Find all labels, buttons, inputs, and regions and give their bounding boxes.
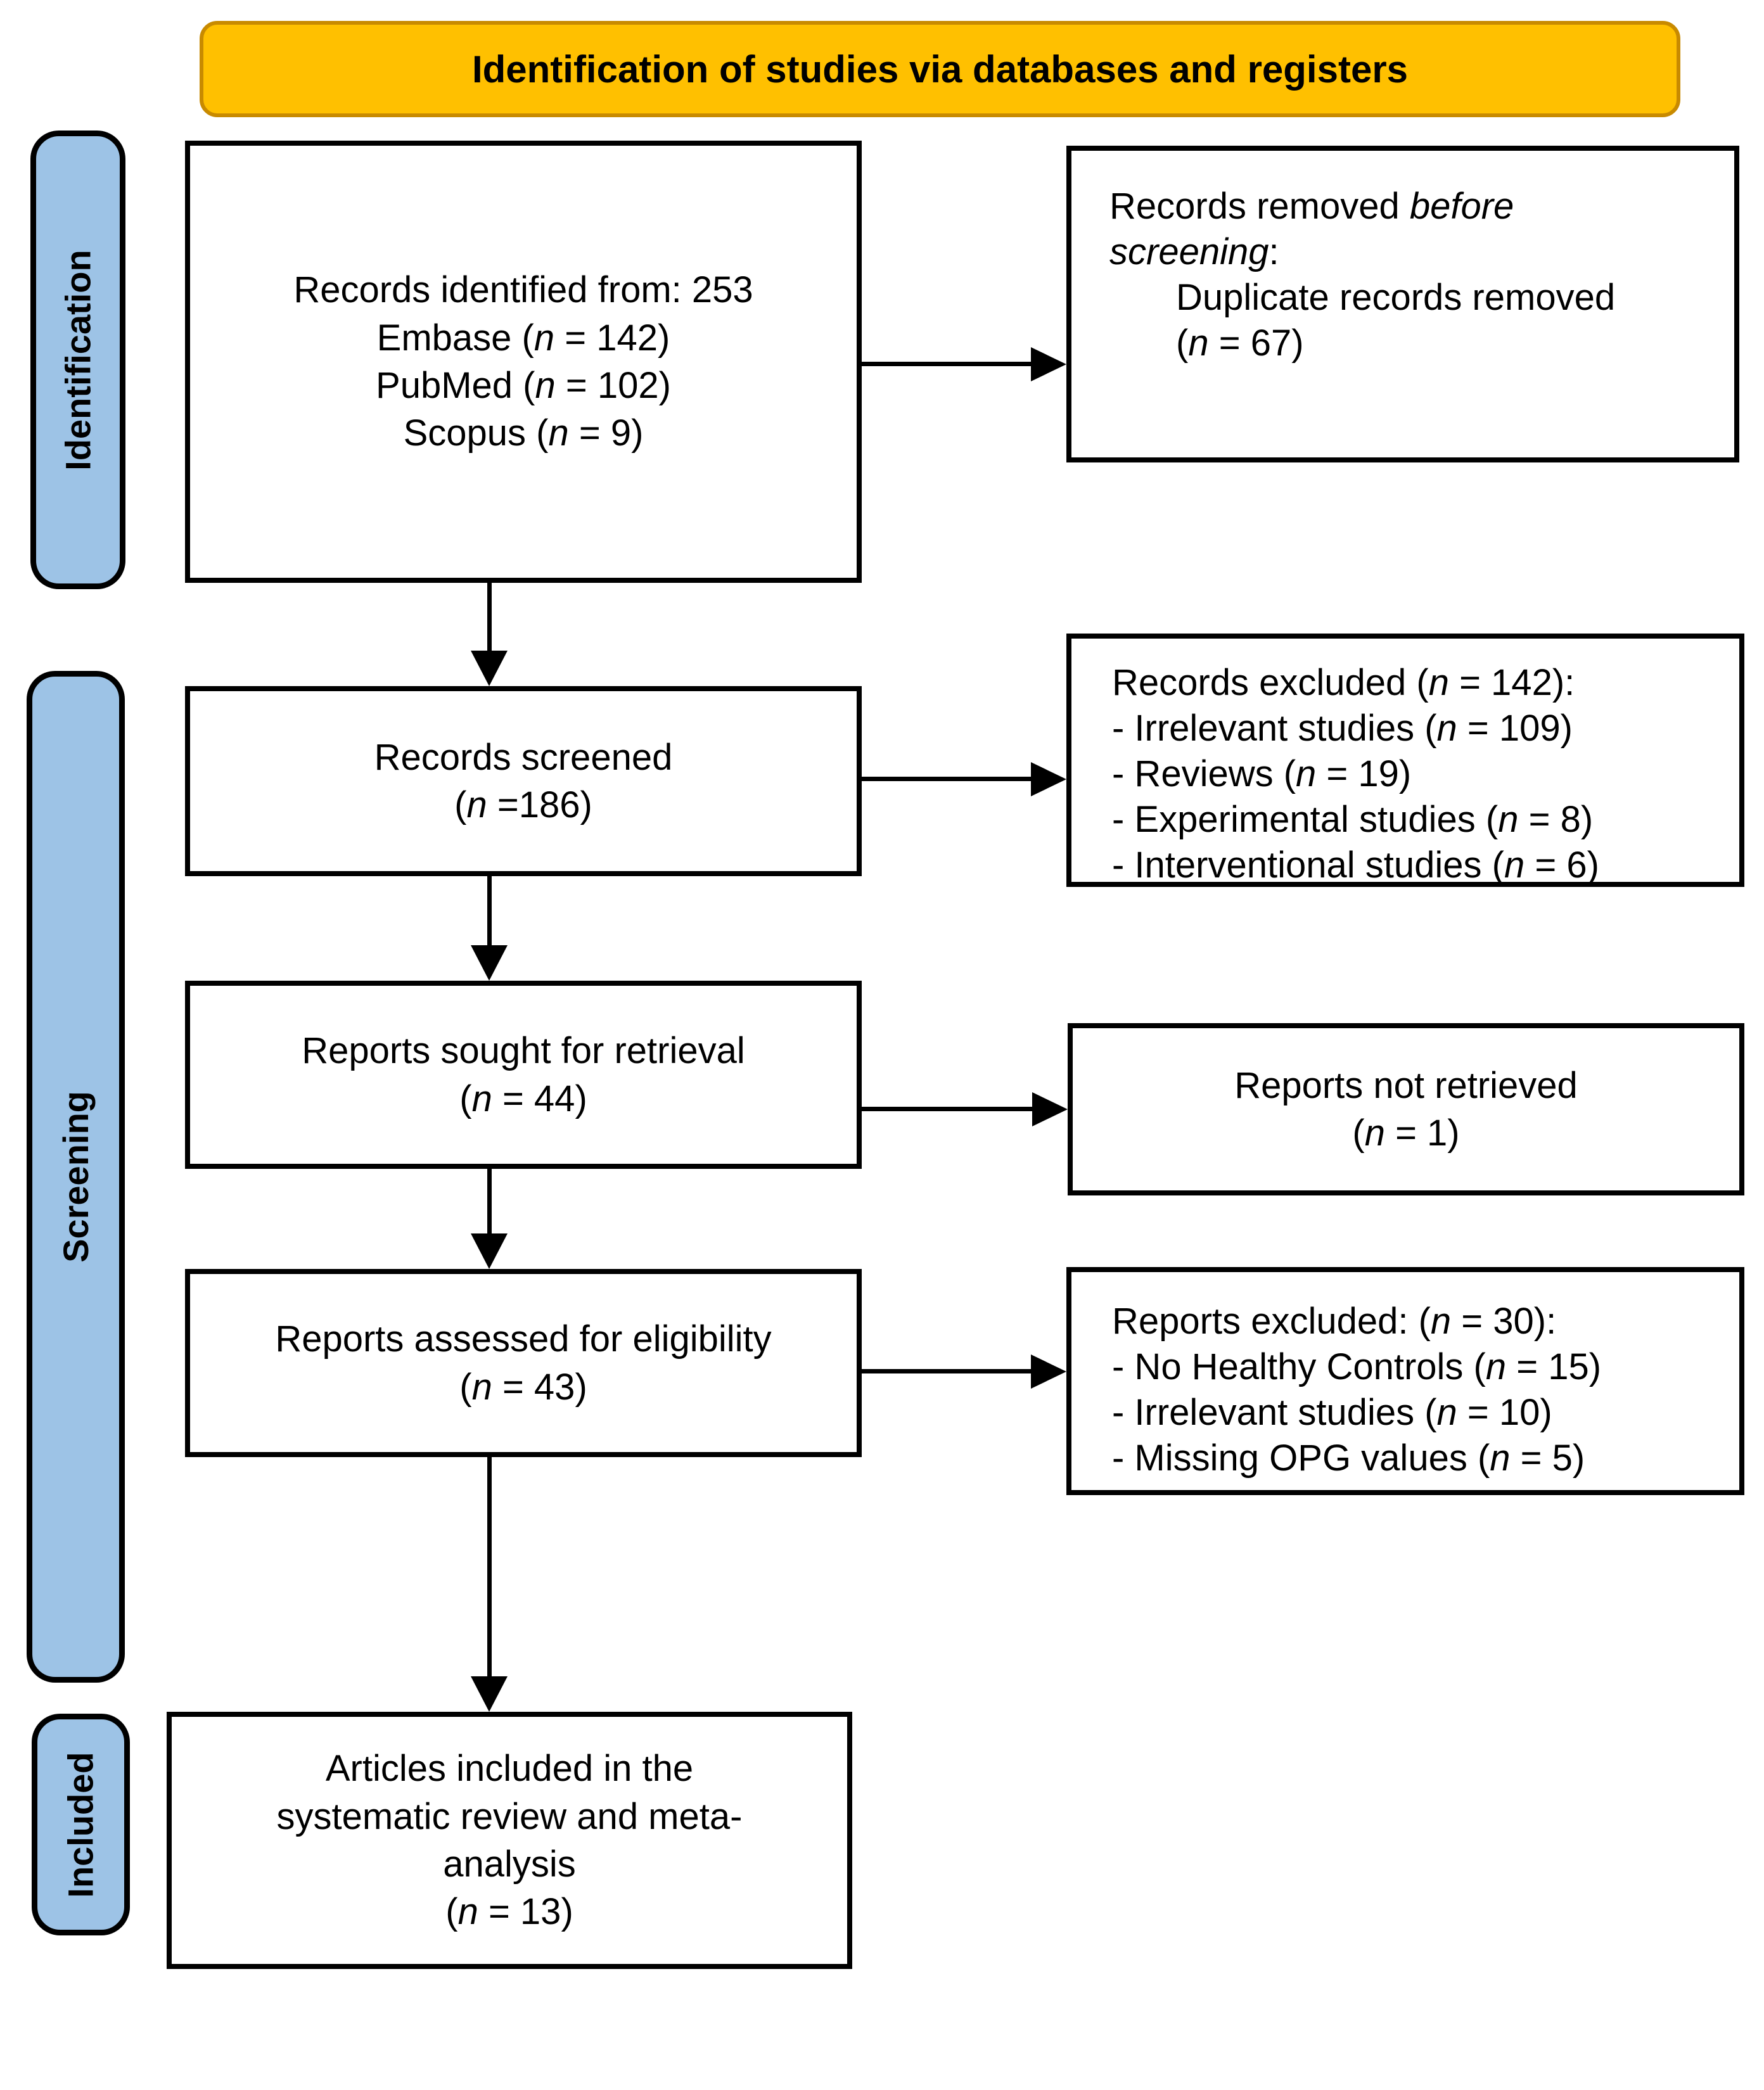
box-reports-assessed: Reports assessed for eligibility(n = 43) (185, 1269, 862, 1457)
arrow-identified-to-removed-head-icon (1031, 347, 1066, 381)
arrow-screened-to-excluded-shaft (862, 777, 1033, 781)
box-reports-excluded-text: Reports excluded: (n = 30):- No Healthy … (1112, 1301, 1602, 1479)
arrow-assessed-to-excluded-head-icon (1031, 1354, 1066, 1389)
arrow-identified-to-screened-shaft (487, 583, 492, 653)
stage-label-included: Included (32, 1714, 130, 1935)
stage-label-identification: Identification (30, 131, 125, 589)
arrow-sought-to-not-retrieved-head-icon (1032, 1092, 1068, 1126)
arrow-sought-to-assessed-head-icon (471, 1233, 508, 1269)
arrow-screened-to-sought-head-icon (471, 945, 508, 981)
box-records-excluded: Records excluded (n = 142):- Irrelevant … (1066, 634, 1744, 887)
box-reports-assessed-text: Reports assessed for eligibility(n = 43) (275, 1318, 772, 1408)
box-reports-not-retrieved: Reports not retrieved(n = 1) (1068, 1023, 1744, 1195)
stage-label-screening-text: Screening (56, 1091, 96, 1263)
stage-label-included-text: Included (61, 1751, 101, 1898)
box-reports-sought: Reports sought for retrieval(n = 44) (185, 981, 862, 1169)
arrow-assessed-to-included-head-icon (471, 1676, 508, 1712)
arrow-identified-to-removed-shaft (862, 362, 1033, 366)
box-records-screened: Records screened(n =186) (185, 686, 862, 876)
banner-title: Identification of studies via databases … (471, 48, 1409, 91)
stage-label-identification-text: Identification (58, 249, 98, 471)
stage-label-screening: Screening (27, 671, 125, 1683)
box-reports-not-retrieved-text: Reports not retrieved(n = 1) (1234, 1064, 1578, 1154)
arrow-screened-to-sought-shaft (487, 876, 492, 947)
arrow-identified-to-screened-head-icon (471, 651, 508, 686)
arrow-assessed-to-excluded-shaft (862, 1369, 1033, 1373)
box-reports-sought-text: Reports sought for retrieval(n = 44) (302, 1030, 745, 1119)
arrow-sought-to-not-retrieved-shaft (862, 1107, 1034, 1111)
box-records-screened-text: Records screened(n =186) (374, 736, 673, 825)
box-reports-excluded: Reports excluded: (n = 30):- No Healthy … (1066, 1267, 1744, 1495)
arrow-screened-to-excluded-head-icon (1031, 762, 1066, 796)
arrow-assessed-to-included-shaft (487, 1457, 492, 1678)
arrow-sought-to-assessed-shaft (487, 1169, 492, 1235)
box-records-excluded-text: Records excluded (n = 142):- Irrelevant … (1112, 662, 1599, 886)
banner: Identification of studies via databases … (200, 21, 1680, 117)
